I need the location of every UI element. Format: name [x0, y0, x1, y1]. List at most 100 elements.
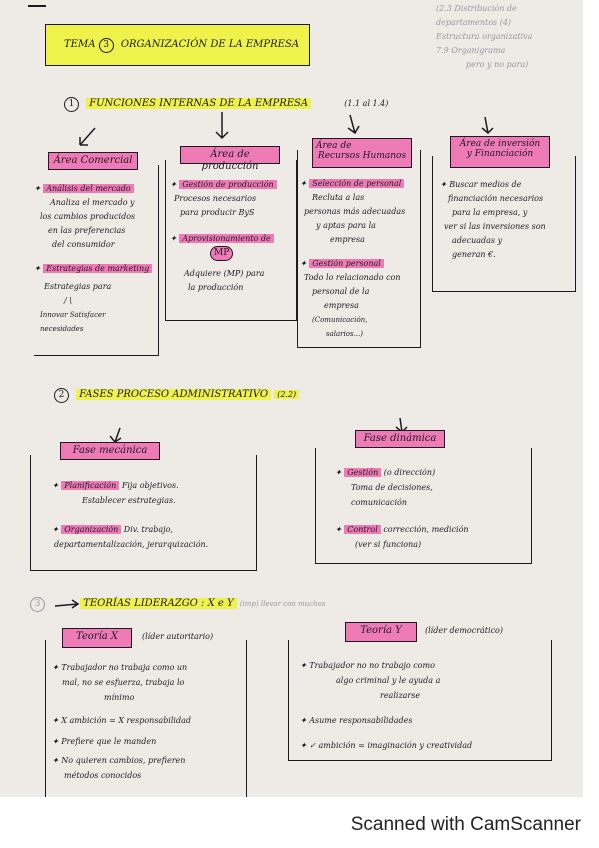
item-text: los cambios producidos [40, 212, 136, 221]
item-text: algo criminal y le ayuda a [336, 676, 441, 685]
section-title: FUNCIONES INTERNAS DE LA EMPRESA [86, 98, 312, 109]
scanner-footer: Scanned with CamScanner [0, 808, 599, 848]
fase-mecanica-label: Fase mecánica [60, 442, 160, 460]
item-text: ✓ ambición = imaginación y creatividad [309, 741, 473, 750]
corner-note-line: pero y no para) [466, 60, 529, 69]
section-number: 2 [54, 388, 69, 403]
item-text: mal, no se esfuerza, trabaja lo [62, 678, 185, 687]
item-text: Trabajador no no trabajo como [309, 661, 435, 670]
area-inversion-content: ✦ Buscar medios de financiación necesari… [440, 178, 546, 262]
item-text: necesidades [40, 325, 84, 333]
title-prefix: TEMA [64, 39, 96, 50]
label-line: y Financiación [466, 149, 534, 160]
item-text: Toma de decisiones, [351, 483, 433, 492]
corner-note-line: Estructura organizativa [436, 32, 533, 41]
item-text: salarios...) [326, 330, 363, 338]
page-title: TEMA 3 ORGANIZACIÓN DE LA EMPRESA [45, 24, 310, 66]
item-heading: Análisis del mercado [43, 184, 134, 193]
area-inversion-label: Área de inversión y Financiación [450, 136, 550, 168]
fase-dinamica-label: Fase dinámica [355, 430, 445, 448]
fase-mecanica-box [30, 455, 257, 571]
item-text: financiación necesarios [448, 194, 544, 203]
item-text: y aptas para la [316, 221, 376, 230]
item-heading: Estrategias de marketing [43, 264, 153, 273]
item-text: Analiza el mercado y [50, 198, 135, 207]
area-rrhh-box [297, 150, 421, 348]
section3-heading: 3 TEORÍAS LIDERAZGO : X e Y (imp) llevar… [30, 597, 325, 612]
item-text: empresa [330, 235, 365, 244]
item-text: para la empresa, y [452, 208, 528, 217]
item-text: personas más adecuadas [304, 207, 406, 216]
item-text: Fija objetivos. [121, 481, 179, 490]
item-text: para producir ByS [180, 208, 255, 217]
label-line: Área de inversión [459, 139, 541, 149]
teoria-y-subtitle: (líder democrático) [425, 626, 503, 635]
item-text: comunicación [351, 498, 408, 507]
item-text: Procesos necesarios [174, 194, 257, 203]
item-text: (Comunicación, [312, 316, 368, 324]
section-title: TEORÍAS LIDERAZGO : X e Y [80, 598, 237, 609]
teoria-y-label: Teoría Y [345, 622, 417, 642]
area-produccion-label: Área de producción [180, 146, 280, 172]
teoria-x-box [45, 640, 247, 797]
section2-heading: 2 FASES PROCESO ADMINISTRATIVO (2.2) [54, 388, 300, 403]
section-ref: (imp) llevar con muchos [239, 600, 326, 608]
fase-dinamica-content: ✦ Gestión (o dirección) Toma de decision… [335, 465, 469, 552]
section-ref: (1.1 al 1.4) [344, 99, 389, 108]
label-line: Área de [316, 141, 352, 151]
item-text: mínimo [104, 693, 135, 702]
teoria-x-subtitle: (líder autoritario) [142, 632, 214, 641]
item-text: Div. trabajo, [123, 525, 173, 534]
item-heading: Control [344, 525, 381, 534]
item-text: Adquiere (MP) para [184, 269, 265, 278]
item-text: del consumidor [52, 240, 115, 249]
item-text: departamentalización, jerarquización. [54, 540, 209, 549]
scanned-page: (2.3 Distribución de departamentos (4) E… [0, 0, 583, 797]
area-rrhh-label: Área de Recursos Humanos [312, 138, 412, 168]
title-number: 3 [98, 38, 114, 53]
mp-badge: MP [210, 246, 234, 261]
teoria-x-label: Teoría X [62, 628, 132, 648]
item-text: (o dirección) [383, 468, 436, 477]
item-text: Trabajador no trabaja como un [61, 663, 188, 672]
item-text: Prefiere que le manden [61, 737, 157, 746]
item-text: empresa [324, 301, 359, 310]
corner-note-line: departamentos (4) [436, 18, 512, 27]
area-rrhh-content: ✦ Selección de personal Recluta a las pe… [300, 177, 405, 341]
area-produccion-box [165, 160, 297, 321]
item-text: Establecer estrategias. [82, 496, 176, 505]
item-text: Estrategias para [44, 282, 112, 291]
label-line: Recursos Humanos [317, 151, 407, 162]
item-text: Buscar medios de [449, 180, 522, 189]
title-text: ORGANIZACIÓN DE LA EMPRESA [120, 39, 300, 50]
item-heading: Aprovisionamiento de [179, 234, 274, 243]
item-text: X ambición = X responsabilidad [61, 716, 191, 725]
teoria-y-box [288, 640, 552, 761]
item-text: Recluta a las [312, 193, 365, 202]
item-text: Asume responsabilidades [309, 716, 413, 725]
item-text: / \ [64, 296, 72, 305]
item-text: realizarse [380, 691, 421, 700]
item-text: No quieren cambios, prefieren [61, 756, 186, 765]
item-text: Todo lo relacionado con [304, 273, 401, 282]
section-ref: (2.2) [274, 390, 300, 399]
item-text: adecuadas y [452, 236, 503, 245]
item-text: ver si las inversiones son [444, 222, 546, 231]
corner-note-line: 7.9 Organigrama [436, 46, 506, 55]
area-comercial-label: Área Comercial [48, 152, 138, 170]
item-heading: Selección de personal [309, 179, 405, 188]
area-comercial-box [34, 165, 159, 356]
corner-note-line: (2.3 Distribución de [436, 4, 517, 13]
item-text: (ver si funciona) [355, 540, 422, 549]
scanner-watermark: Scanned with CamScanner [350, 814, 581, 835]
item-text: métodos conocidos [64, 771, 142, 780]
fase-dinamica-box [315, 448, 532, 564]
corner-note: (2.3 Distribución de departamentos (4) E… [436, 2, 532, 72]
item-text: en las preferencias [48, 226, 126, 235]
item-text: corrección, medición [383, 525, 469, 534]
item-text: la producción [188, 283, 244, 292]
item-text: personal de la [312, 287, 370, 296]
item-heading: Planificación [61, 481, 120, 490]
item-text: generan €. [452, 250, 496, 259]
section1-heading: 1 FUNCIONES INTERNAS DE LA EMPRESA (1.1 … [64, 97, 388, 112]
